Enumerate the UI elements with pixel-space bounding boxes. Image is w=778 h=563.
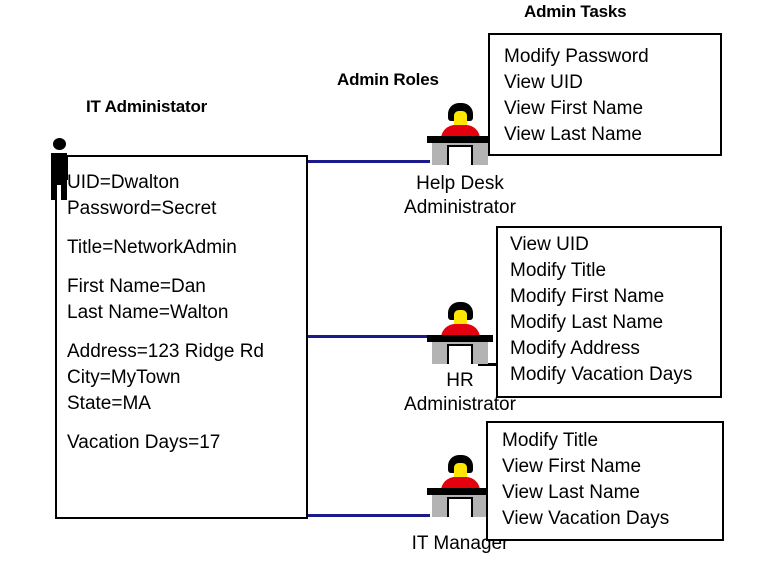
entity-attribute-spacer [67,222,264,235]
task-item: View First Name [504,98,644,119]
entity-attribute: Vacation Days=17 [67,432,221,453]
role-label-line1: IT Manager [411,533,509,554]
entity-attribute: Password=Secret [67,198,217,219]
role-label-line1: Help Desk [416,173,504,194]
it-administrator-heading: IT Administator [86,97,208,116]
hr-administrator-task-list: View UID Modify Title Modify First Name … [510,232,692,388]
it-manager-task-list: Modify Title View First Name View Last N… [502,428,669,532]
role-label-line2: Administrator [404,394,516,415]
entity-attribute-spacer [67,326,264,339]
person-at-desk-icon-shirt [441,324,480,338]
entity-attribute: Address=123 Ridge Rd [67,341,264,362]
task-item: View Last Name [502,482,640,503]
role-label-line1: HR [446,370,474,391]
role-label-line2: Administrator [404,197,516,218]
entity-attribute: State=MA [67,393,151,414]
person-icon [44,138,78,200]
person-at-desk-icon-it-manager [427,455,493,517]
entity-attribute: First Name=Dan [67,276,206,297]
admin-roles-heading: Admin Roles [337,70,439,89]
person-at-desk-icon-desk-opening [447,145,473,165]
task-item: Modify Title [502,430,599,451]
person-at-desk-icon-desk-top [427,488,493,495]
help-desk-administrator-tasks-box [488,33,722,156]
role-label-hr-administrator: HR Administrator [371,369,549,417]
person-at-desk-icon-desk-opening [447,497,473,517]
connector-entity-to-it-manager [308,514,430,517]
person-icon-leg-left [51,183,57,200]
person-at-desk-icon-desk-opening [447,344,473,364]
person-icon-head [53,138,66,150]
admin-tasks-heading: Admin Tasks [524,2,627,21]
task-item: Modify Title [510,260,607,281]
task-item: View Vacation Days [502,508,670,529]
person-at-desk-icon-help-desk-administrator [427,103,493,165]
hr-administrator-tasks-box [496,226,722,398]
entity-attribute: Title=NetworkAdmin [67,237,237,258]
person-at-desk-icon-shirt [441,125,480,139]
connector-hr-administrator-to-tasks [478,363,508,366]
task-item: Modify Last Name [510,312,664,333]
role-label-it-manager: IT Manager [371,532,549,556]
it-administrator-attribute-list: UID=Dwalton Password=Secret Title=Networ… [67,170,264,456]
role-label-help-desk-administrator: Help Desk Administrator [371,172,549,220]
entity-attribute: Last Name=Walton [67,302,229,323]
person-icon-leg-right [61,183,67,200]
person-at-desk-icon-shirt [441,477,480,491]
it-manager-tasks-box [486,421,724,541]
task-item: Modify Address [510,338,640,359]
task-item: Modify Vacation Days [510,364,693,385]
connector-entity-to-hr-administrator [308,335,430,338]
help-desk-administrator-task-list: Modify Password View UID View First Name… [504,44,649,148]
person-at-desk-icon-desk-top [427,335,493,342]
connector-entity-to-help-desk-administrator [308,160,430,163]
entity-attribute: City=MyTown [67,367,181,388]
person-icon-body [51,153,67,185]
person-at-desk-icon-desk-top [427,136,493,143]
entity-attribute-spacer [67,417,264,430]
person-icon-arm [64,156,68,180]
task-item: View Last Name [504,124,642,145]
entity-attribute: UID=Dwalton [67,172,180,193]
task-item: View UID [510,234,589,255]
task-item: View UID [504,72,583,93]
task-item: Modify First Name [510,286,665,307]
task-item: Modify Password [504,46,649,67]
person-at-desk-icon-hr-administrator [427,302,493,364]
it-administrator-entity-box [55,155,308,519]
task-item: View First Name [502,456,642,477]
entity-attribute-spacer [67,261,264,274]
